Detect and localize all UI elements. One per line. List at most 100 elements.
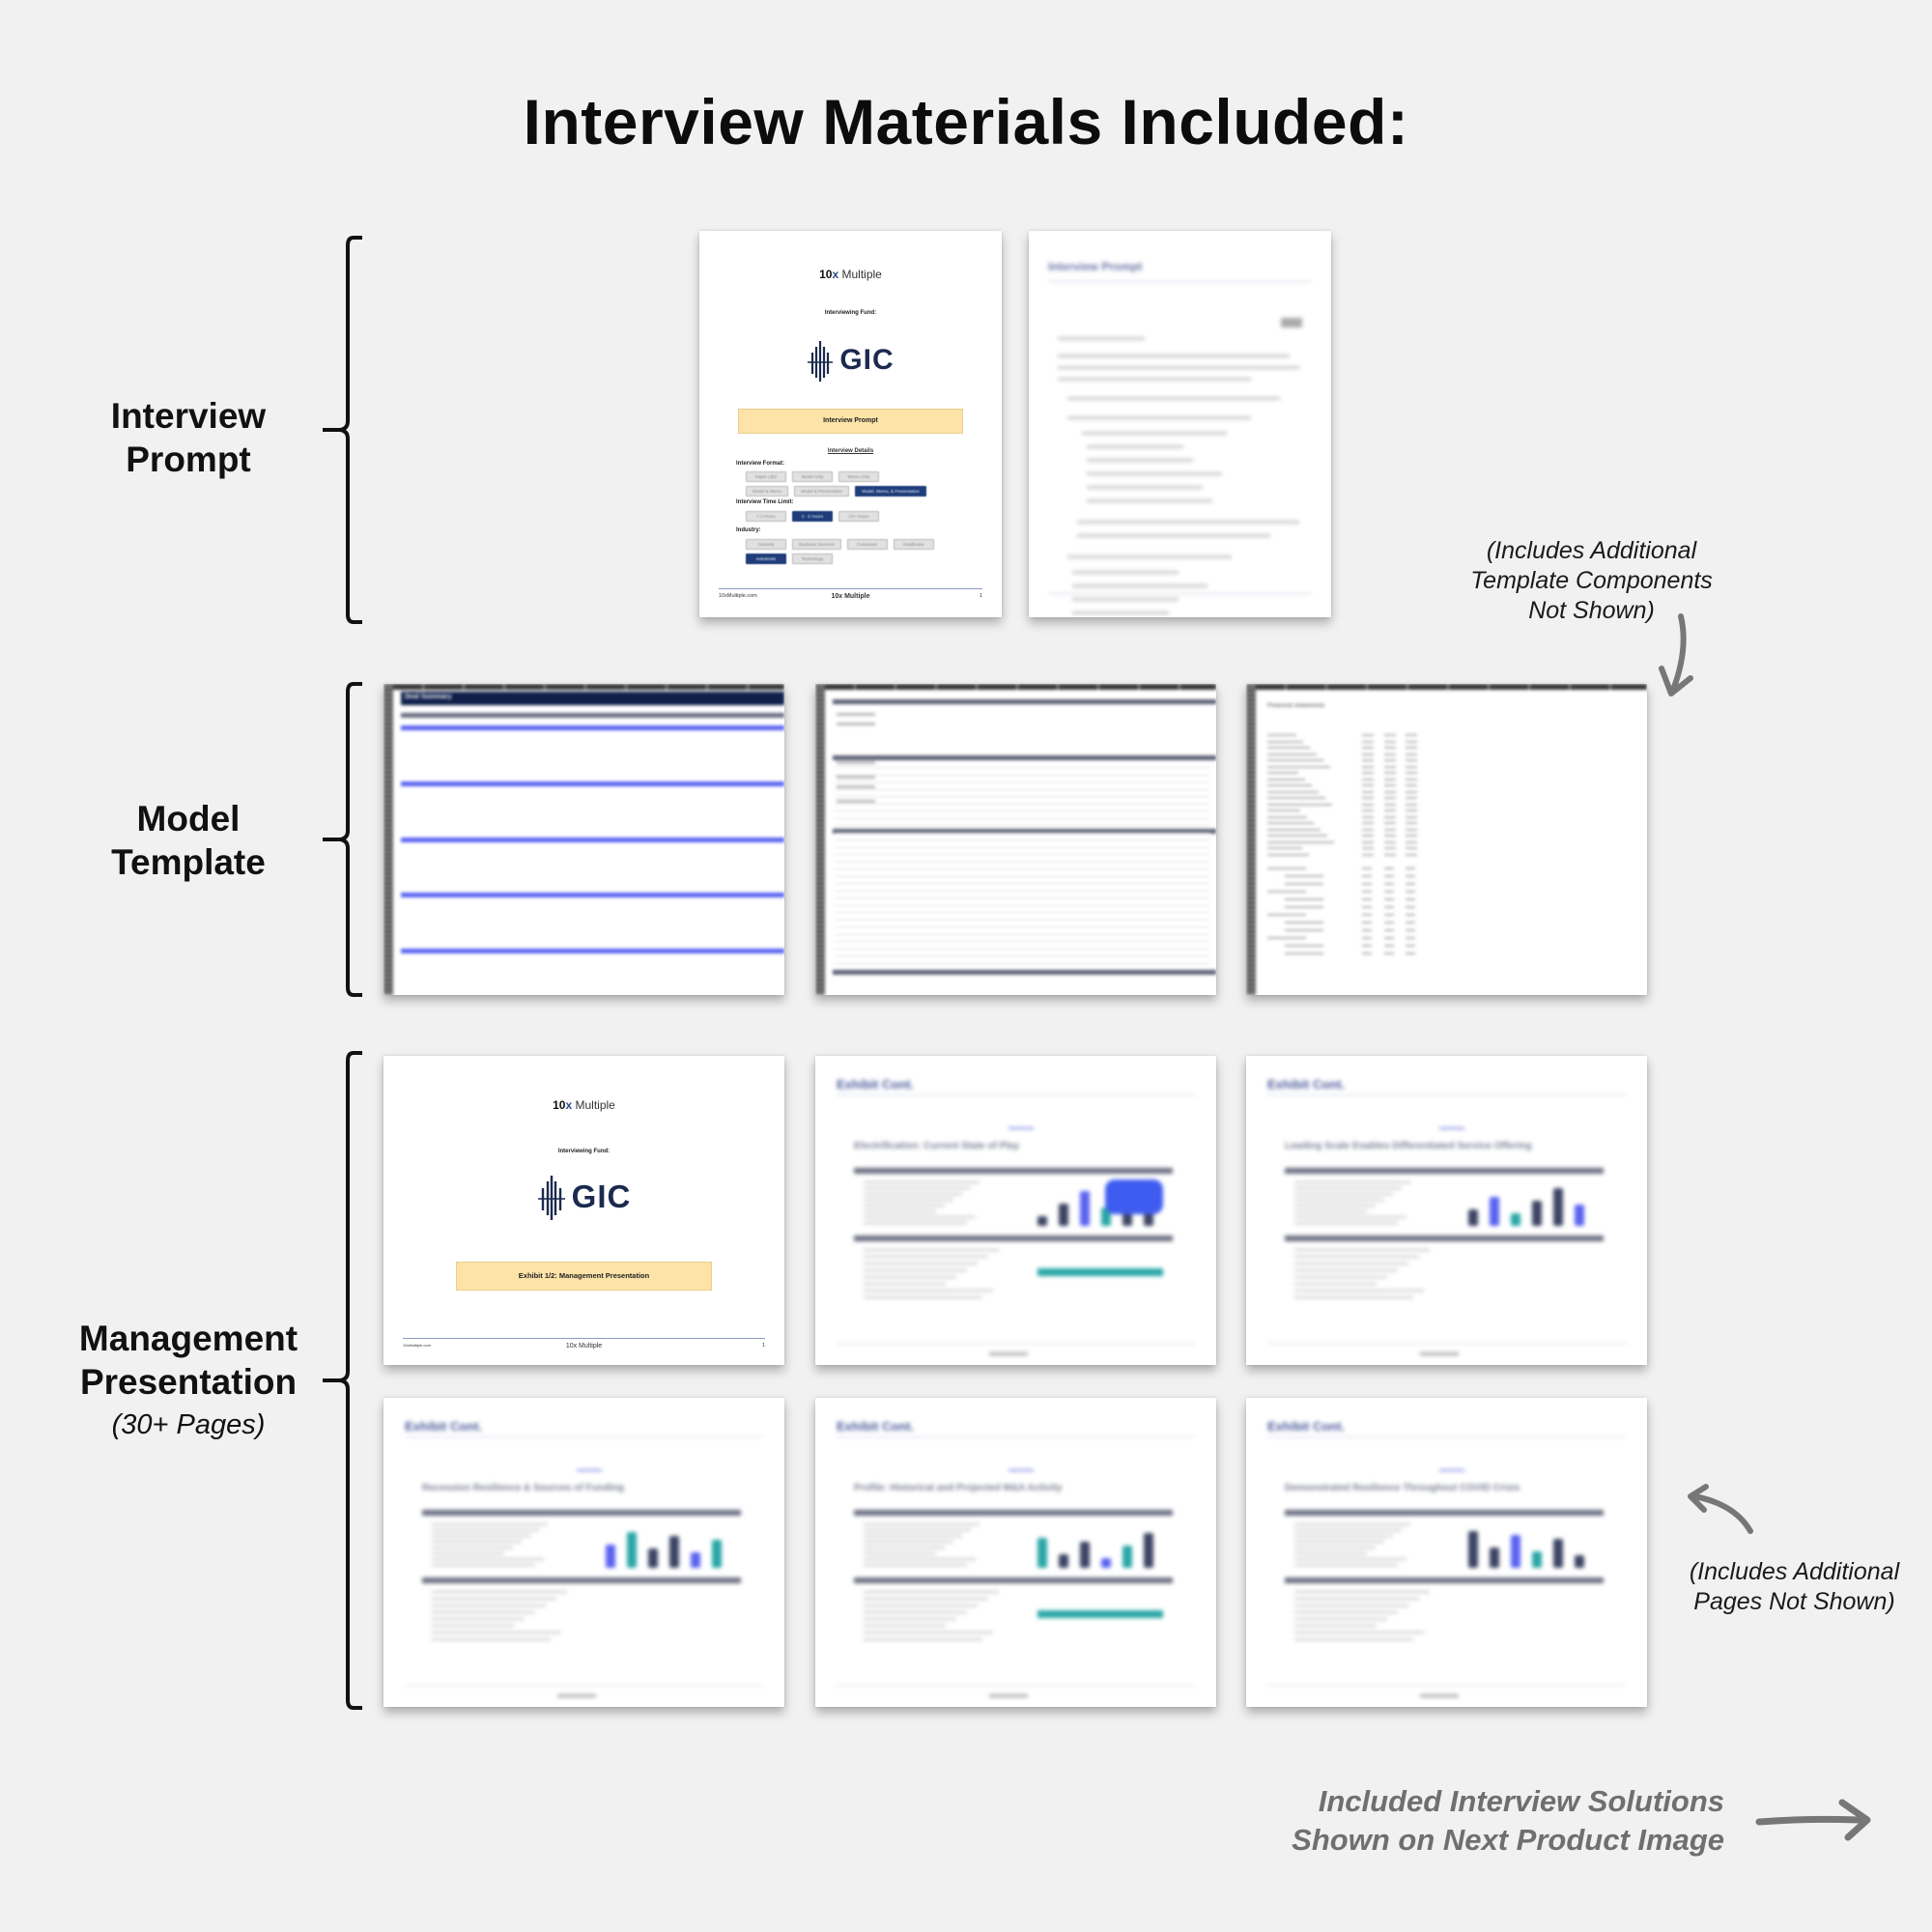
filler-line [1384,853,1396,856]
filler-line [606,1545,615,1568]
chip-row: Paper LBO Model Only Memo Only [746,471,879,482]
arrow-down-icon [1659,613,1693,696]
filler-line [1267,1685,1626,1686]
model-sheet-deal-summary[interactable]: Deal Summary [384,684,784,995]
filler-line [1384,914,1394,916]
filler-line [1077,534,1270,537]
filler-line [835,926,1210,927]
chip[interactable]: Model & Memo [746,486,789,497]
filler-line [1105,1179,1163,1214]
filler-line [1362,765,1374,768]
chip[interactable]: Model & Presentation [794,486,850,497]
filler-line [1058,378,1251,381]
filler-line [1362,922,1372,923]
filler-line [1294,1564,1398,1566]
fund-label: Interviewing Fund: [557,1149,611,1154]
filler-line [1406,790,1417,793]
mgmt-slide-page[interactable]: Exhibit Cont.Recession Resilience & Sour… [384,1398,784,1707]
filler-line [1009,1469,1034,1471]
filler-line [1285,952,1323,954]
filler-line [1362,790,1374,793]
filler-line [1362,835,1374,837]
model-sheet-assumptions[interactable] [815,684,1216,995]
filler-line [1294,1210,1367,1212]
chip[interactable]: Business Services [792,539,841,550]
filler-line [1362,867,1372,869]
filler-line [577,1469,602,1471]
chip[interactable]: Memo Only [838,471,879,482]
filler-line [1267,828,1321,831]
chip[interactable]: Technology [792,554,833,564]
filler-line [1362,810,1374,811]
filler-line [1406,835,1417,837]
chip[interactable]: Paper LBO [746,471,786,482]
filler-line [1406,747,1417,749]
filler-line [1294,1283,1377,1285]
filler-line [864,1263,978,1264]
filler-line [1294,1547,1376,1548]
mgmt-cover-page[interactable]: 10x Multiple Interviewing Fund: GIC Exhi… [384,1056,784,1365]
chip-row: < 2 Hours 2 - 5 Hours 10+ Hours [746,511,879,522]
prompt-cover-page[interactable]: 10x Multiple Interviewing Fund: GIC Inte… [699,231,1002,617]
chip[interactable]: Model Only [792,471,833,482]
filler-line [1384,765,1396,768]
mgmt-slide-page[interactable]: Exhibit Cont.Profile: Historical and Pro… [815,1398,1216,1707]
filler-line [835,796,1210,797]
filler-line [1294,1638,1413,1640]
filler-line [1406,922,1415,923]
chip-selected[interactable]: 2 - 5 Hours [792,511,833,522]
chip[interactable]: Healthcare [893,539,934,550]
chip[interactable]: Consumer [846,539,888,550]
filler-line [1384,822,1396,824]
section-label-line: Template [111,842,266,882]
filler-line [835,955,1210,956]
filler-line [432,1605,546,1606]
filler-line [1067,397,1280,400]
section-label-interview-prompt: Interview Prompt [58,394,319,481]
additional-pages-note: (Includes Additional Pages Not Shown) [1662,1557,1927,1617]
filler-line [1384,778,1396,781]
chip[interactable]: 10+ Hours [838,511,879,522]
filler-line [1384,922,1394,923]
mgmt-slide-page[interactable]: Exhibit Cont. Electrification: Current St… [815,1056,1216,1365]
filler-line [432,1591,567,1593]
filler-line [864,1283,946,1285]
filler-line [1267,822,1314,824]
filler-line [1362,914,1372,916]
filler-line [1384,797,1396,799]
filler-line [1362,815,1374,818]
chip[interactable]: General [746,539,786,550]
mgmt-slide-page[interactable]: Exhibit Cont.Leading Scale Enables Diffe… [1246,1056,1647,1365]
filler-line [1362,759,1374,761]
filler-line [712,1540,722,1568]
filler-line [432,1632,561,1634]
filler-line [1406,778,1417,781]
filler-line [1468,1209,1478,1226]
filler-line [1067,555,1232,558]
chip[interactable]: < 2 Hours [746,511,786,522]
filler-line [1294,1290,1424,1292]
filler-line [864,1618,956,1620]
filler-line [1384,772,1396,774]
filler-line [1468,1531,1478,1568]
slide-title: Exhibit Cont. [837,1077,915,1092]
chip-selected[interactable]: Industrials [746,554,786,564]
mgmt-slide-page[interactable]: Exhibit Cont.Demonstrated Resilience Thr… [1246,1398,1647,1707]
filler-line [1285,875,1323,877]
chip-selected[interactable]: Model, Memo, & Presentation [855,486,926,497]
filler-line [432,1611,535,1613]
filler-line [1362,772,1374,774]
filler-line [1384,734,1396,736]
slide-heading: Electrification: Current State of Play [854,1141,1020,1151]
filler-line [1406,867,1415,869]
note-line: Shown on Next Product Image [1292,1823,1724,1857]
chip-row: Model & Memo Model & Presentation Model,… [746,486,926,497]
filler-line [1058,355,1290,357]
prompt-page-2[interactable]: Interview Prompt [1029,231,1331,617]
section-label-line: Management [78,1319,298,1358]
filler-line [1384,753,1396,755]
filler-line [1101,1208,1111,1226]
filler-line [835,912,1210,913]
filler-line [1362,883,1372,885]
model-sheet-financial-statements[interactable]: Financial statements [1246,684,1647,995]
